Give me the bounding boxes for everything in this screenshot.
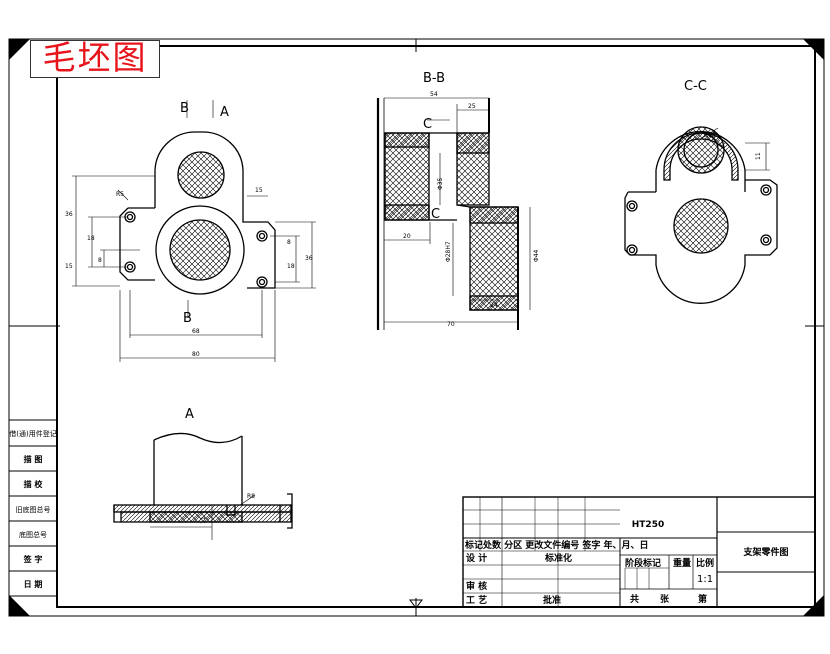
stage-mark-label: 阶段标记	[625, 557, 661, 569]
change-row-text: 标记处数 分区 更改文件编号 签字 年、月、日	[464, 539, 649, 551]
front-view	[119, 131, 276, 295]
section-cc-dims	[701, 127, 770, 171]
review-label: 审 核	[466, 580, 487, 592]
section-bb	[376, 98, 519, 330]
view-a-title: A	[185, 407, 194, 422]
dim-15b: 15	[255, 187, 263, 194]
dim-r15: R15	[704, 132, 716, 139]
part-name-text: 支架零件图	[742, 546, 788, 558]
dim-18a: 18	[87, 235, 95, 242]
dim-54: 54	[430, 91, 438, 98]
section-cc	[624, 126, 778, 304]
dim-68: 68	[192, 328, 200, 335]
standardize-label: 标准化	[544, 552, 572, 564]
strip-row-2: 描 校	[24, 479, 44, 489]
blank-drawing-stamp: 毛坯图	[30, 40, 160, 78]
strip-row-4: 底图总号	[19, 530, 47, 539]
dim-11: 11	[755, 152, 762, 160]
view-a	[113, 432, 293, 529]
center-arrow-bottom	[409, 599, 423, 609]
dim-70: 70	[447, 321, 455, 328]
dim-r8: R8	[247, 493, 255, 500]
view-mark-b-top: B	[180, 101, 189, 116]
corner-mark-tr	[803, 39, 824, 60]
sheet-label: 张	[660, 593, 670, 605]
dim-35: Φ35	[437, 177, 444, 190]
scale-label: 比例	[696, 557, 714, 569]
dim-24: 24	[490, 302, 498, 309]
design-label: 设 计	[466, 552, 487, 564]
page-label: 第	[698, 593, 707, 605]
left-strip-table: 借(通)用件登记 描 图 描 校 旧底图总号 底图总号 签 字 日 期	[8, 419, 58, 597]
section-mark-c-bottom: C	[431, 207, 440, 222]
total-label: 共	[630, 593, 639, 605]
dim-80: 80	[192, 351, 200, 358]
approve-label: 批准	[543, 594, 561, 606]
dim-36: 36	[65, 211, 73, 218]
view-mark-b-bottom: B	[183, 311, 192, 326]
outer-frame	[8, 38, 825, 617]
weight-label: 重量	[673, 557, 691, 569]
strip-row-6: 日 期	[24, 579, 43, 589]
dim-8b: 8	[287, 239, 291, 246]
strip-row-0: 借(通)用件登记	[9, 429, 56, 438]
section-mark-c-top: C	[423, 117, 432, 132]
dim-r5: R5	[116, 191, 124, 198]
corner-mark-bl	[9, 595, 30, 616]
scale-value: 1:1	[697, 574, 713, 585]
dim-15a: 15	[65, 263, 73, 270]
material-text: HT250	[632, 520, 664, 530]
dim-25: 25	[468, 103, 476, 110]
strip-row-5: 签 字	[23, 554, 43, 564]
corner-mark-br	[803, 595, 824, 616]
title-block	[462, 496, 816, 608]
dim-36b: 36	[305, 255, 313, 262]
section-cc-title: C-C	[684, 79, 707, 94]
dim-18b: 18	[287, 263, 295, 270]
section-bb-title: B-B	[423, 71, 445, 86]
front-view-dims	[72, 100, 316, 362]
dim-20: 20	[403, 233, 411, 240]
section-bb-dims	[384, 97, 531, 323]
view-mark-a-top: A	[220, 105, 229, 120]
dim-11b: 11	[200, 516, 207, 524]
view-a-dims	[150, 494, 256, 540]
dim-44: Φ44	[533, 249, 540, 262]
dim-8a: 8	[98, 257, 102, 264]
dim-28h7: Φ28H7	[445, 241, 452, 262]
process-label: 工 艺	[466, 594, 487, 606]
corner-mark-tl	[9, 39, 30, 60]
strip-row-1: 描 图	[24, 454, 43, 464]
strip-row-3: 旧底图总号	[16, 505, 51, 514]
